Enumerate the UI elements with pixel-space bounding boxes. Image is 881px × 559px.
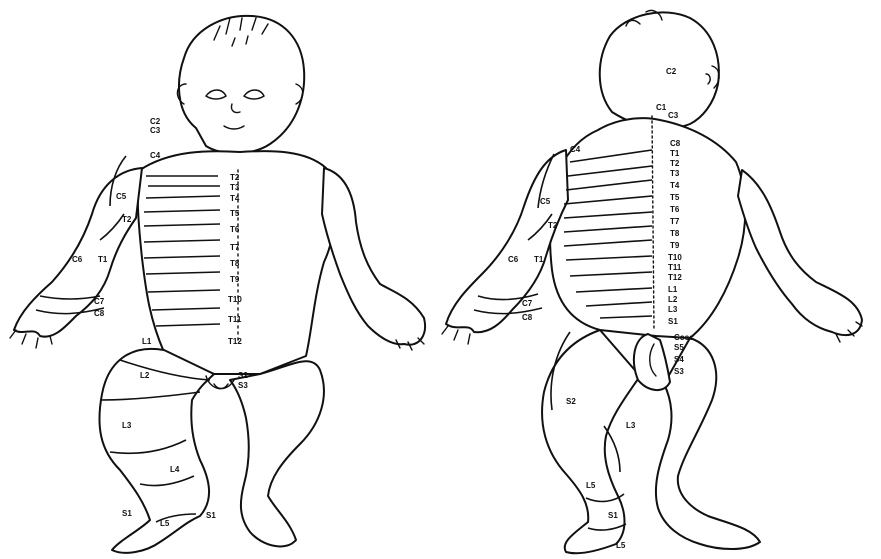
- back-label-c4: C4: [570, 145, 581, 154]
- back-label-spine-14: L2: [668, 295, 678, 304]
- front-label-t7: T7: [230, 243, 240, 252]
- back-label-c7: C7: [522, 299, 533, 308]
- back-label-spine-6: T6: [670, 205, 680, 214]
- back-hand-left-fingers: [442, 326, 470, 344]
- front-label-l1: L1: [142, 337, 152, 346]
- back-arm-left: [446, 150, 568, 332]
- back-label-spine-1: T1: [670, 149, 680, 158]
- front-label-c7: C7: [94, 297, 105, 306]
- back-label-spine-5: T5: [670, 193, 680, 202]
- front-label-t2-arm: T2: [122, 215, 132, 224]
- front-label-t4: T4: [230, 194, 240, 203]
- back-label-s4: S4: [674, 355, 684, 364]
- back-label-c1: C1: [656, 103, 667, 112]
- back-label-c8: C8: [522, 313, 533, 322]
- back-label-c2-head: C2: [666, 67, 677, 76]
- back-label-c6: C6: [508, 255, 519, 264]
- back-label-spine-3: T3: [670, 169, 680, 178]
- front-label-t6: T6: [230, 225, 240, 234]
- back-view-infant: C2 C1 C3 C4 C8 T1 T2 T3 T4 T5 T6 T7 T8 T…: [442, 10, 862, 553]
- front-label-t1: T1: [98, 255, 108, 264]
- front-label-s3: S3: [238, 381, 248, 390]
- front-label-t10: T10: [228, 295, 242, 304]
- back-leg-left: [542, 330, 640, 553]
- back-gluteal: [634, 334, 670, 390]
- front-label-s2: S2: [238, 371, 248, 380]
- back-label-spine-16: S1: [668, 317, 678, 326]
- front-label-c3: C3: [150, 126, 161, 135]
- back-label-c3: C3: [668, 111, 679, 120]
- back-label-l3: L3: [626, 421, 636, 430]
- back-label-spine-10: T10: [668, 253, 682, 262]
- front-label-l4: L4: [170, 465, 180, 474]
- front-label-l3: L3: [122, 421, 132, 430]
- back-label-t2-arm: T2: [548, 221, 558, 230]
- front-view-infant: C2 C3 C4 C5 T2 C6 T1 C7 C8 T2 T3 T4 T5 T…: [10, 16, 425, 553]
- back-label-spine-12: T12: [668, 273, 682, 282]
- back-label-l5-lower: L5: [616, 541, 626, 550]
- back-label-s2: S2: [566, 397, 576, 406]
- back-leg-right: [656, 338, 760, 549]
- back-label-spine-9: T9: [670, 241, 680, 250]
- front-head: [179, 16, 304, 153]
- front-label-t11: T11: [228, 315, 242, 324]
- front-label-t5: T5: [230, 209, 240, 218]
- back-label-spine-2: T2: [670, 159, 680, 168]
- back-label-spine-13: L1: [668, 285, 678, 294]
- front-label-c4: C4: [150, 151, 161, 160]
- front-label-t9: T9: [230, 275, 240, 284]
- front-label-t3: T3: [230, 183, 240, 192]
- back-label-s5: S5: [674, 343, 684, 352]
- front-label-t8: T8: [230, 259, 240, 268]
- back-label-c5: C5: [540, 197, 551, 206]
- back-label-spine-4: T4: [670, 181, 680, 190]
- back-label-s1: S1: [608, 511, 618, 520]
- front-label-s1-left: S1: [122, 509, 132, 518]
- front-label-l5: L5: [160, 519, 170, 528]
- back-label-s3: S3: [674, 367, 684, 376]
- back-label-spine-8: T8: [670, 229, 680, 238]
- front-label-c6: C6: [72, 255, 83, 264]
- back-label-spine-15: L3: [668, 305, 678, 314]
- front-label-c2: C2: [150, 117, 161, 126]
- back-label-spine-0: C8: [670, 139, 681, 148]
- back-label-l5-upper: L5: [586, 481, 596, 490]
- front-label-s1-right: S1: [206, 511, 216, 520]
- back-label-spine-11: T11: [668, 263, 682, 272]
- front-label-t2: T2: [230, 173, 240, 182]
- back-label-cocc: Cocc: [674, 333, 694, 342]
- back-arm-right: [738, 170, 862, 335]
- back-label-spine-7: T7: [670, 217, 680, 226]
- front-label-t12: T12: [228, 337, 242, 346]
- front-arm-right: [322, 168, 425, 345]
- front-label-c8: C8: [94, 309, 105, 318]
- back-label-t1: T1: [534, 255, 544, 264]
- front-label-l2: L2: [140, 371, 150, 380]
- front-label-c5: C5: [116, 192, 127, 201]
